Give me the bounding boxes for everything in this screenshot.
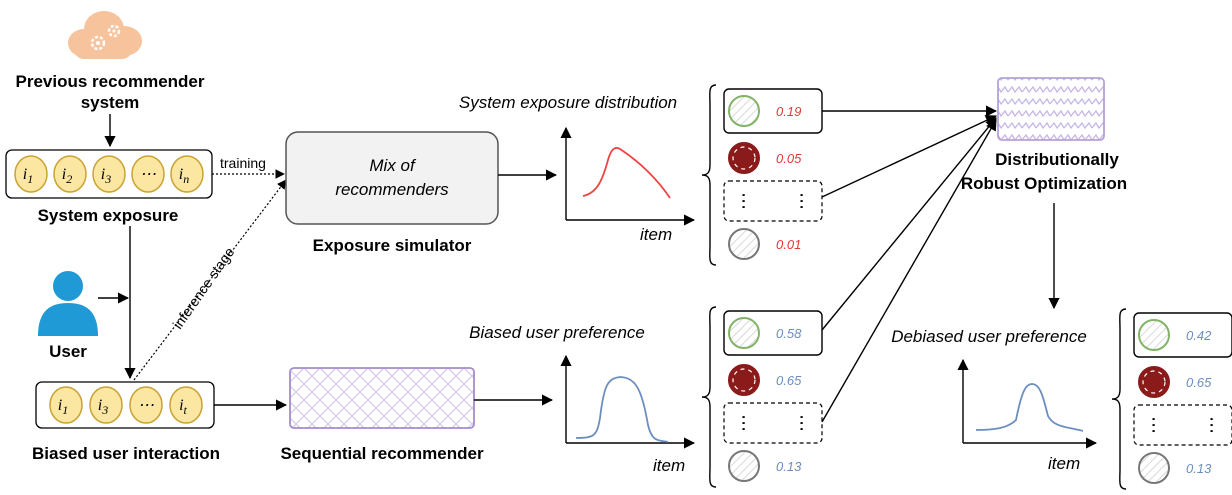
- item-token: [169, 386, 203, 424]
- item-score: 0.19: [776, 104, 801, 119]
- item-token: [14, 155, 48, 193]
- exposure-simulator-label: Exposure simulator: [313, 236, 472, 255]
- other-item-circle: [728, 450, 760, 482]
- sequential-recommender-label: Sequential recommender: [280, 444, 484, 463]
- ellipsis-vertical: ⋯: [1143, 416, 1164, 434]
- dro-label-2: Robust Optimization: [961, 174, 1127, 193]
- mix-label-2: recommenders: [335, 180, 449, 199]
- biased-pref-curve: [575, 376, 669, 443]
- negative-item-dash: [732, 368, 756, 392]
- sequential-recommender-box: [289, 367, 475, 429]
- arrow-biased-top-to-dro: [821, 117, 997, 331]
- ellipsis-box: [1133, 404, 1232, 446]
- item-token-label: i2: [62, 166, 72, 186]
- inference-stage-label: inference stage: [169, 244, 237, 332]
- user-icon: [38, 271, 98, 336]
- user-label: User: [49, 342, 87, 361]
- item-token: [129, 386, 163, 424]
- item-score: 0.42: [1186, 328, 1212, 343]
- positive-item-circle: [728, 317, 760, 349]
- item-score: 0.65: [776, 373, 802, 388]
- debiased-x-label: item: [1048, 454, 1080, 473]
- item-token-label: i1: [23, 166, 33, 186]
- item-token: [131, 155, 165, 193]
- item-token-label: ⋯: [138, 397, 154, 414]
- group-brace: [701, 84, 717, 266]
- item-token-label: ⋯: [140, 166, 156, 183]
- item-score: 0.58: [776, 326, 802, 341]
- exposure-curve: [582, 147, 671, 199]
- positive-item-circle: [728, 95, 760, 127]
- item-token: [53, 155, 87, 193]
- ellipsis-vertical: ⋯: [1201, 416, 1222, 434]
- item-score: 0.13: [1186, 461, 1212, 476]
- inference-arrow: [133, 179, 287, 381]
- biased-item-group: ⋯ ⋯ 0.58 0.65 0.13: [701, 306, 823, 488]
- exposure-simulator-box: [285, 131, 499, 225]
- item-score: 0.05: [776, 151, 802, 166]
- exposure-sequence: i1 i2 i3 ⋯ in: [14, 155, 204, 193]
- exposure-item-group: ⋯ ⋯ 0.19 0.05 0.01: [701, 84, 823, 266]
- item-token-label: i1: [58, 397, 68, 417]
- ellipsis-vertical: ⋯: [791, 192, 812, 210]
- biased-pref-title: Biased user preference: [469, 323, 645, 342]
- system-exposure-dist-title: System exposure distribution: [459, 93, 677, 112]
- mix-label-1: Mix of: [369, 156, 417, 175]
- training-label: training: [220, 155, 266, 171]
- ellipsis-box: [723, 180, 823, 222]
- ellipsis-vertical: ⋯: [733, 192, 754, 210]
- dro-label-1: Distributionally: [995, 150, 1119, 169]
- negative-item-dash: [1142, 370, 1166, 394]
- item-token: [92, 155, 126, 193]
- dro-box: [997, 77, 1105, 141]
- ellipsis-vertical: ⋯: [733, 414, 754, 432]
- group-brace: [1111, 308, 1127, 490]
- group-brace: [701, 306, 717, 488]
- biased-interaction-label: Biased user interaction: [32, 444, 220, 463]
- other-item-circle: [728, 228, 760, 260]
- debiased-pref-title: Debiased user preference: [891, 327, 1087, 346]
- ellipsis-box: [723, 402, 823, 444]
- arrow-exp-mid-to-dro: [821, 115, 998, 198]
- item-score: 0.13: [776, 459, 802, 474]
- prev-system-label-2: system: [81, 93, 140, 112]
- exp-x-label: item: [640, 225, 672, 244]
- item-score: 0.65: [1186, 375, 1212, 390]
- item-token: [170, 155, 204, 193]
- debiased-pref-curve: [975, 383, 1084, 432]
- ellipsis-vertical: ⋯: [791, 414, 812, 432]
- prev-system-label-1: Previous recommender: [16, 72, 205, 91]
- cloud-gears-icon: [68, 11, 142, 59]
- debiased-item-group: ⋯ ⋯ 0.42 0.65 0.13: [1111, 308, 1232, 490]
- item-token-label: in: [179, 166, 189, 186]
- item-token-label: it: [179, 397, 187, 417]
- positive-item-circle: [1138, 319, 1170, 351]
- negative-item-dash: [732, 146, 756, 170]
- item-token: [49, 386, 83, 424]
- item-token-label: i3: [98, 397, 108, 417]
- arrow-biased-mid-to-dro: [821, 119, 997, 423]
- item-token: [89, 386, 123, 424]
- item-token-label: i3: [101, 166, 111, 186]
- other-item-circle: [1138, 452, 1170, 484]
- system-exposure-label: System exposure: [38, 206, 179, 225]
- interaction-sequence: i1 i3 ⋯ it: [49, 386, 203, 424]
- item-score: 0.01: [776, 237, 801, 252]
- biased-x-label: item: [653, 456, 685, 475]
